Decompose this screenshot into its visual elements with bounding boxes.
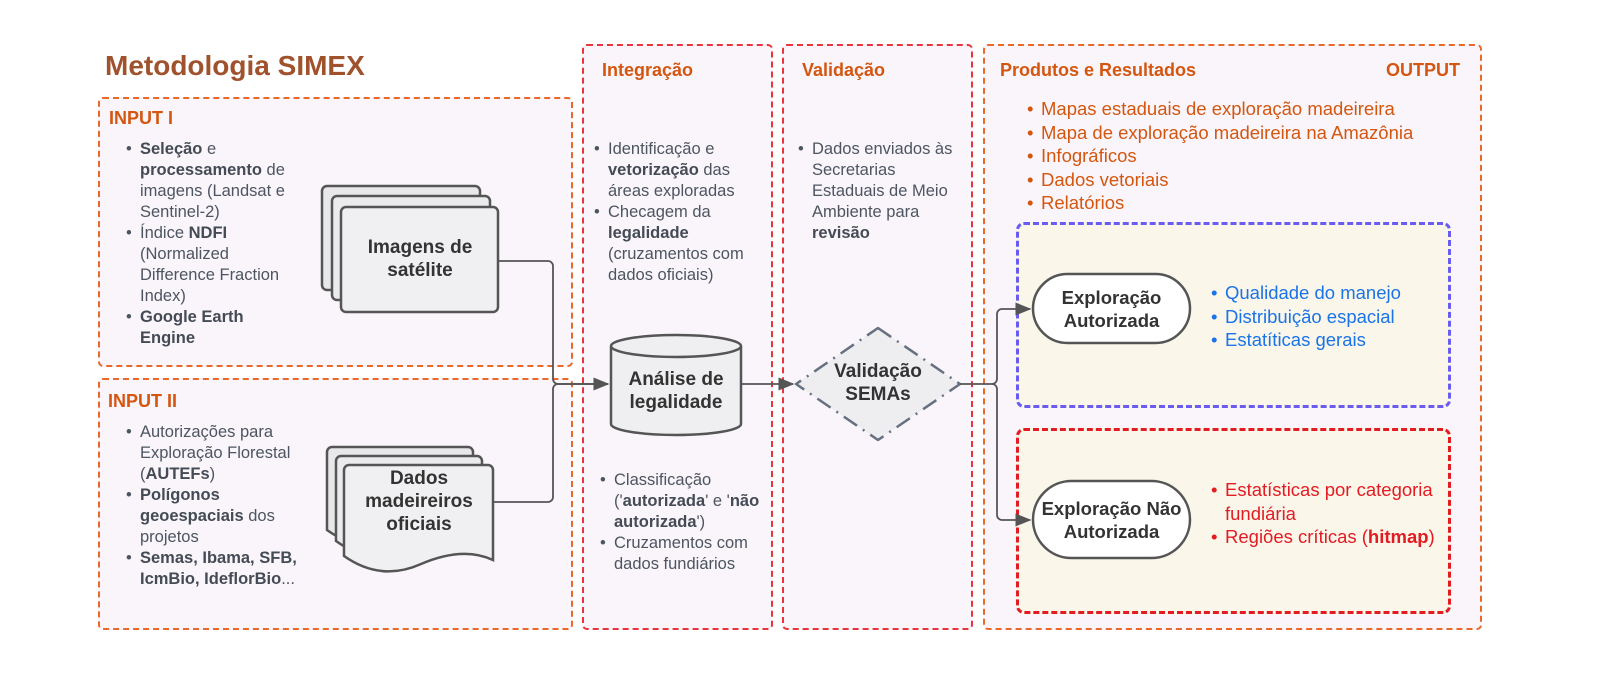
satellite-images-label: Imagens de satélite bbox=[367, 237, 473, 281]
list-item: Semas, Ibama, SFB, IcmBio, IdeflorBio... bbox=[126, 548, 306, 590]
integracao-bullets-bottom: Classificação ('autorizada' e 'não autor… bbox=[600, 470, 768, 575]
bold-term: processamento bbox=[140, 161, 262, 179]
connector-validation-to-authorized bbox=[960, 302, 1032, 385]
connector-satellite-to-analysis bbox=[498, 260, 610, 391]
validacao-bullets: Dados enviados às Secretarias Estaduais … bbox=[798, 139, 968, 244]
list-item: Relatórios bbox=[1027, 191, 1467, 215]
list-item: Qualidade do manejo bbox=[1211, 281, 1441, 305]
bold-term: revisão bbox=[812, 224, 870, 242]
input-1-bullets: Seleção e processamento de imagens (Land… bbox=[126, 139, 301, 349]
legality-analysis-database-node[interactable] bbox=[609, 333, 743, 437]
authorized-exploration-label: Exploração Autorizada bbox=[1061, 286, 1162, 331]
bold-term: hitmap bbox=[1367, 526, 1429, 547]
list-item: Dados enviados às Secretarias Estaduais … bbox=[798, 139, 968, 244]
list-item: Infográficos bbox=[1027, 144, 1467, 168]
semas-validation-label: Validação SEMAs bbox=[834, 361, 922, 405]
bold-term: Google Earth Engine bbox=[140, 308, 244, 347]
connector-validation-to-unauthorized bbox=[991, 383, 1032, 527]
list-item: Polígonos geoespaciais dos projetos bbox=[126, 485, 306, 548]
list-item: Regiões críticas (hitmap) bbox=[1211, 525, 1441, 549]
connector-documents-to-analysis bbox=[493, 383, 608, 503]
bold-term: legalidade bbox=[608, 224, 689, 242]
input-2-bullets: Autorizações para Exploração Florestal (… bbox=[126, 422, 306, 590]
input-2-heading: INPUT II bbox=[108, 391, 178, 411]
bold-term: Seleção bbox=[140, 140, 203, 158]
list-item: Seleção e processamento de imagens (Land… bbox=[126, 139, 301, 223]
input-1-heading: INPUT I bbox=[109, 108, 174, 128]
list-item: Mapas estaduais de exploração madeireira bbox=[1027, 97, 1467, 121]
unauthorized-exploration-node[interactable] bbox=[1031, 479, 1192, 560]
authorized-exploration-node[interactable] bbox=[1031, 272, 1192, 345]
output-tag: OUTPUT bbox=[1386, 60, 1460, 80]
list-item: Mapa de exploração madeireira na Amazôni… bbox=[1027, 121, 1467, 145]
official-data-documents-node[interactable] bbox=[325, 445, 495, 573]
list-item: Índice NDFI (Normalized Difference Fract… bbox=[126, 223, 301, 307]
unauthorized-bullets: Estatísticas por categoria fundiáriaRegi… bbox=[1211, 478, 1441, 549]
integracao-heading: Integração bbox=[602, 60, 694, 80]
output-products-list: Mapas estaduais de exploração madeireira… bbox=[1027, 97, 1467, 215]
list-item: Dados vetoriais bbox=[1027, 168, 1467, 192]
unauthorized-exploration-label: Exploração Não Autorizada bbox=[1041, 497, 1182, 542]
bold-term: Polígonos geoespaciais bbox=[140, 486, 244, 525]
list-item: Cruzamentos com dados fundiários bbox=[600, 533, 768, 575]
list-item: Estatísticas por categoria fundiária bbox=[1211, 478, 1441, 525]
bold-term: autorizada bbox=[622, 492, 706, 510]
list-item: Autorizações para Exploração Florestal (… bbox=[126, 422, 306, 485]
list-item: Checagem da legalidade (cruzamentos com … bbox=[594, 202, 764, 286]
list-item: Classificação ('autorizada' e 'não autor… bbox=[600, 470, 768, 533]
legality-analysis-label: Análise de legalidade bbox=[628, 369, 724, 413]
bold-term: AUTEFs bbox=[145, 465, 210, 483]
authorized-bullets: Qualidade do manejoDistribuição espacial… bbox=[1211, 281, 1441, 352]
semas-validation-decision-node[interactable] bbox=[794, 326, 962, 442]
integracao-bullets-top: Identificação e vetorização das áreas ex… bbox=[594, 139, 764, 286]
list-item: Estatíticas gerais bbox=[1211, 328, 1441, 352]
list-item: Google Earth Engine bbox=[126, 307, 301, 349]
bold-term: NDFI bbox=[188, 224, 228, 242]
diagram-title: Metodologia SIMEX bbox=[105, 50, 365, 81]
bold-term: vetorização bbox=[608, 161, 699, 179]
list-item: Distribuição espacial bbox=[1211, 305, 1441, 329]
validacao-heading: Validação bbox=[802, 60, 886, 80]
satellite-images-node[interactable] bbox=[320, 184, 500, 314]
official-data-label: Dados madeireiros oficiais bbox=[365, 467, 473, 535]
bold-term: não autorizada bbox=[614, 492, 760, 531]
bold-term: Semas, Ibama, SFB, IcmBio, IdeflorBio bbox=[140, 549, 297, 588]
list-item: Identificação e vetorização das áreas ex… bbox=[594, 139, 764, 202]
output-heading: Produtos e Resultados bbox=[1000, 60, 1197, 80]
